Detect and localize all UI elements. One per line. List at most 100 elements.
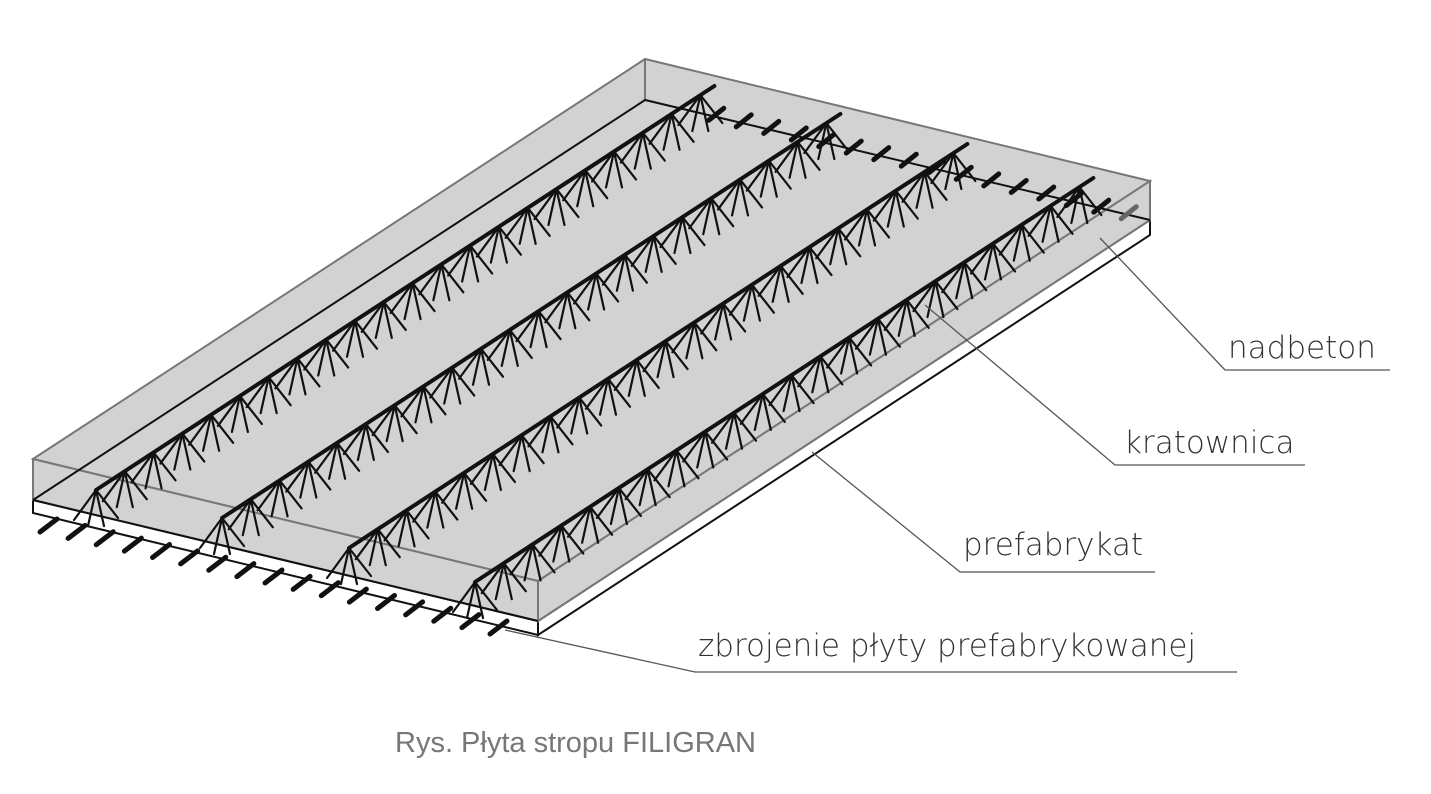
truss-diagonal (623, 253, 635, 292)
truss-diagonal (742, 283, 754, 322)
truss-diagonal (566, 291, 591, 322)
truss-diagonal (549, 415, 560, 454)
truss-diagonal (897, 298, 908, 337)
truss-diagonal (494, 562, 505, 601)
truss-diagonal (652, 234, 677, 265)
truss-diagonal (767, 159, 778, 198)
truss-diagonal (667, 449, 678, 488)
truss-diagonal (619, 131, 644, 164)
truss-diagonal (797, 355, 822, 388)
truss-diagonal (576, 169, 587, 208)
rebar-bar (1008, 177, 1029, 195)
rebar-bar (898, 151, 919, 169)
truss-diagonal (638, 468, 649, 507)
truss-diagonal (699, 93, 724, 125)
truss-diagonal (382, 300, 407, 332)
truss-diagonal (383, 509, 408, 542)
truss-diagonal (1041, 204, 1052, 243)
truss-diagonal (991, 242, 1003, 281)
truss-diagonal (782, 373, 793, 413)
truss-diagonal (617, 486, 628, 526)
truss-diagonal (509, 543, 534, 576)
truss-diagonal (829, 227, 840, 266)
truss-diagonal (526, 206, 551, 237)
truss-diagonal (426, 490, 437, 529)
truss-diagonal (786, 245, 811, 279)
truss-diagonal (894, 189, 905, 228)
rebar-bar (487, 618, 510, 637)
truss-diagonal (659, 215, 684, 249)
truss-diagonal (682, 430, 707, 463)
rebar-bar (65, 522, 88, 541)
truss-diagonal (595, 272, 620, 303)
truss-diagonal (345, 319, 357, 358)
truss-diagonal (681, 215, 706, 247)
truss-diagonal (385, 404, 396, 443)
rebar-bar (1118, 204, 1139, 222)
truss-diagonal (144, 451, 155, 490)
truss-diagonal (876, 317, 902, 348)
truss-diagonal (152, 451, 163, 490)
truss-diagonal (325, 338, 336, 377)
truss-diagonal (886, 189, 897, 228)
truss-diagonal (371, 404, 396, 437)
truss-diagonal (912, 279, 937, 313)
rebar-bar (431, 605, 454, 624)
truss-diagonal (515, 309, 540, 343)
label-prefabrykat: prefabrykat (963, 527, 1144, 563)
truss-diagonal (307, 460, 332, 491)
truss-diagonal (393, 404, 418, 435)
truss-diagonal (876, 317, 888, 356)
truss-diagonal (722, 302, 747, 333)
truss-diagonal (930, 151, 955, 185)
truss-diagonal (1049, 204, 1060, 243)
truss-diagonal (671, 321, 696, 354)
label-zbrojenie: zbrojenie płyty prefabrykowanej (698, 628, 1197, 664)
truss-diagonal (808, 245, 819, 285)
truss-diagonal (238, 394, 263, 426)
rebar-bar (318, 580, 341, 599)
truss-diagonal (325, 546, 351, 580)
truss-diagonal (486, 328, 511, 362)
truss-diagonal (422, 385, 433, 424)
truss-diagonal (303, 338, 328, 371)
truss-diagonal (738, 178, 750, 217)
truss-diagonal (854, 317, 880, 350)
truss-diagonal (86, 488, 98, 528)
truss-diagonal (926, 279, 937, 319)
truss-diagonal (757, 264, 782, 297)
truss-diagonal (259, 376, 270, 415)
truss-diagonal (934, 279, 945, 319)
truss-diagonal (356, 422, 367, 462)
truss-diagonal (963, 261, 988, 292)
truss-diagonal (800, 245, 811, 285)
truss-diagonal (623, 253, 649, 284)
truss-diagonal (249, 498, 260, 537)
truss-diagonal (555, 187, 580, 219)
truss-diagonal (549, 415, 574, 446)
truss-diagonal (562, 169, 587, 202)
truss-diagonal (544, 291, 569, 324)
truss-diagonal (865, 208, 877, 247)
truss-diagonal (606, 377, 632, 408)
truss-diagonal (710, 411, 736, 444)
truss-diagonal (537, 309, 548, 349)
truss-diagonal (328, 441, 339, 480)
truss-diagonal (905, 298, 930, 329)
truss-diagonal (1012, 223, 1023, 262)
truss-diagonal (94, 488, 106, 528)
truss-diagonal (587, 272, 598, 311)
truss-diagonal (825, 121, 836, 161)
truss-diagonal (354, 528, 379, 561)
rebar-bar (150, 542, 172, 560)
truss-diagonal (894, 189, 919, 220)
truss-diagonal (463, 471, 474, 510)
truss-diagonal (94, 488, 120, 520)
truss-diagonal (811, 355, 822, 394)
rebar-bar (37, 516, 60, 535)
truss-diagonal (779, 264, 790, 303)
truss-diagonal (728, 283, 754, 316)
truss-diagonal (691, 93, 702, 133)
rebar-bar (346, 586, 369, 605)
truss-diagonal (848, 336, 859, 375)
